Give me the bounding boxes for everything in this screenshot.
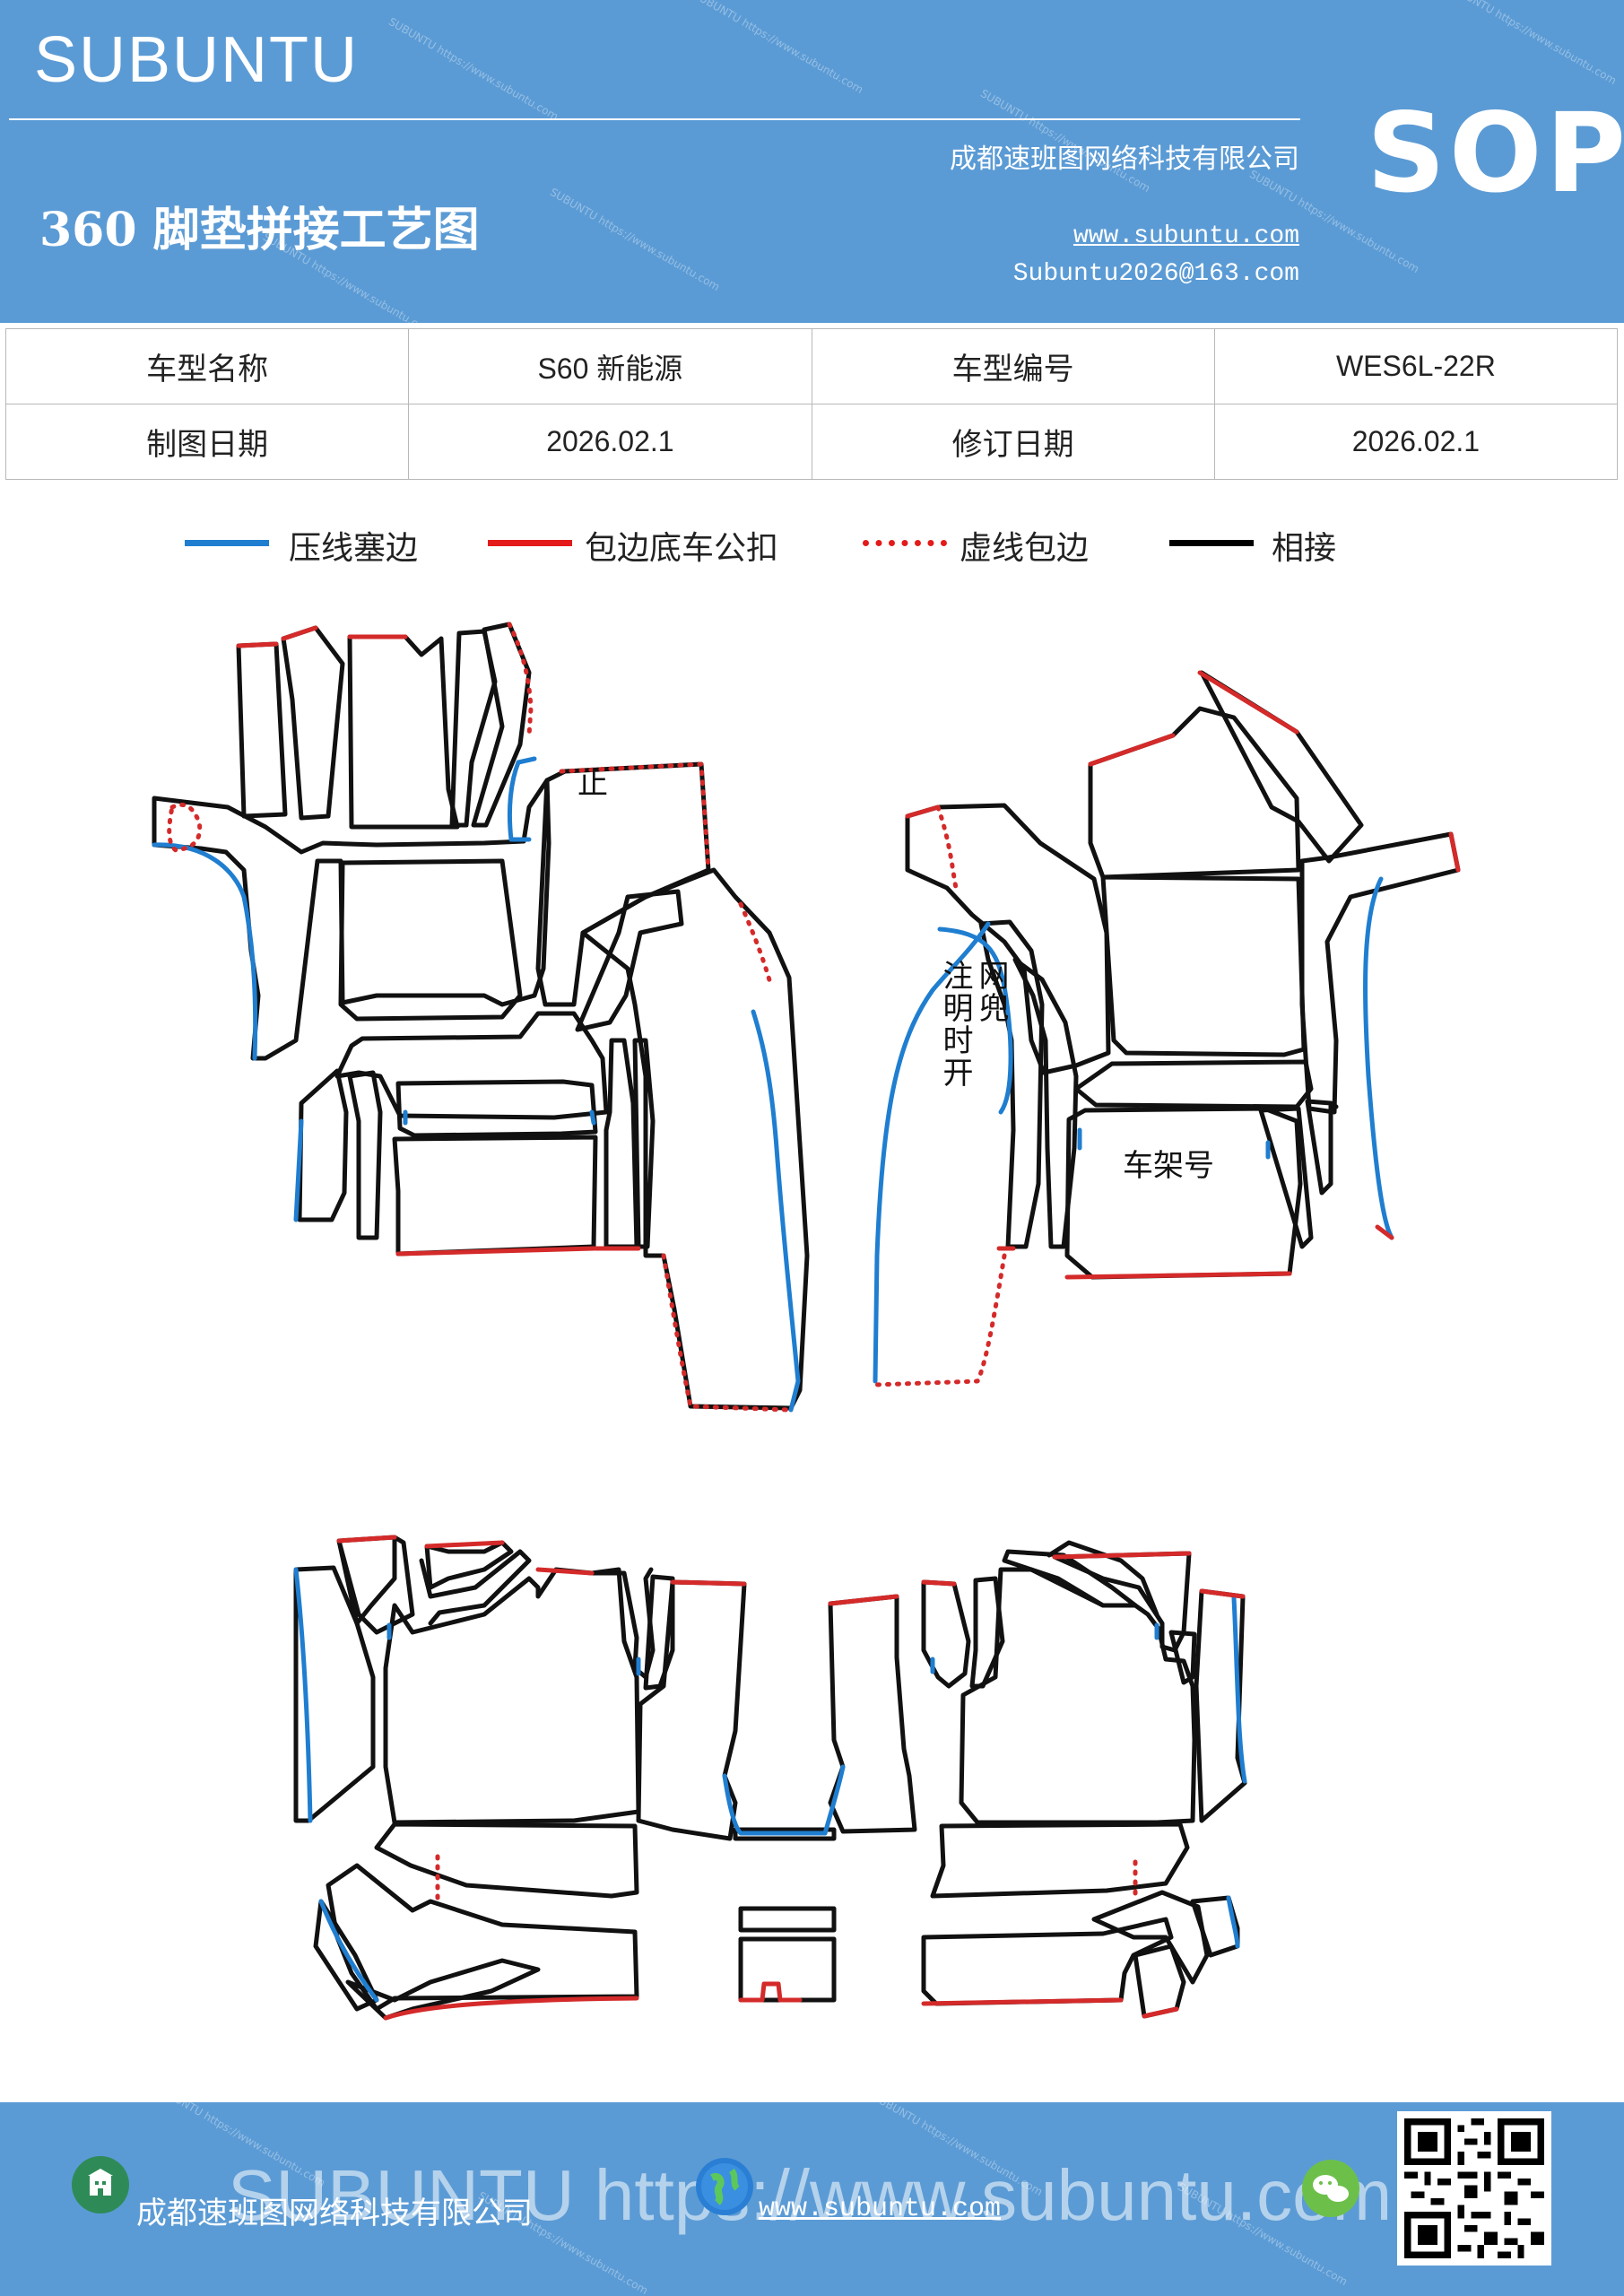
pattern-piece xyxy=(1073,1059,1314,1109)
pattern-piece xyxy=(1199,670,1364,864)
pattern-piece xyxy=(1305,1099,1333,1196)
pattern-piece xyxy=(738,1906,837,1933)
email-address[interactable]: Subuntu2026@163.com xyxy=(1012,260,1299,288)
qr-code-image xyxy=(1397,2111,1551,2266)
red-dotted-line-swatch xyxy=(863,540,947,546)
red-edges xyxy=(236,625,1461,2021)
pattern-piece xyxy=(424,1540,514,1590)
pattern-piece xyxy=(1258,1106,1314,1249)
drawing-date-label: 制图日期 xyxy=(4,404,410,480)
red-dotted-edges xyxy=(167,622,1138,1904)
pattern-piece xyxy=(313,1899,379,2012)
brand-logo-text: SUBUNTU xyxy=(34,24,360,96)
pattern-piece xyxy=(1100,874,1307,1057)
pattern-piece xyxy=(392,1135,598,1257)
pattern-piece xyxy=(636,1579,747,1841)
pattern-piece xyxy=(1091,1890,1210,1985)
pattern-piece xyxy=(921,1579,971,1689)
legend: 压线塞边 包边底车公扣 虚线包边 相接 xyxy=(0,520,1624,574)
pattern-piece xyxy=(345,1958,541,2021)
page-footer: SUBUNTU https://www.subuntu.com SUBUNTU … xyxy=(0,2102,1624,2296)
pattern-piece xyxy=(297,1068,349,1222)
pattern-piece xyxy=(1168,1630,1197,1685)
model-name-label: 车型名称 xyxy=(4,328,410,404)
note-open-when-marked: 注明时开 xyxy=(937,960,973,1089)
pattern-piece xyxy=(978,919,1045,1249)
header-divider xyxy=(9,118,1300,120)
table-row: 制图日期 2026.02.1 修订日期 2026.02.1 xyxy=(4,404,1619,480)
pattern-piece xyxy=(959,1567,1197,1825)
pattern-piece xyxy=(347,1070,383,1240)
globe-icon xyxy=(696,2158,753,2215)
note-net-pocket: 网兜 xyxy=(973,960,1009,1024)
red-line-swatch xyxy=(488,540,572,546)
vehicle-info-table: 车型名称 S60 新能源 车型编号 WES6L-22R 制图日期 2026.02… xyxy=(4,328,1619,480)
legend-label: 压线塞边 xyxy=(289,530,419,567)
pattern-piece xyxy=(733,1827,837,1841)
pattern-piece xyxy=(326,1863,639,2012)
model-name-value: S60 新能源 xyxy=(408,328,812,404)
revision-date-value: 2026.02.1 xyxy=(1213,404,1619,480)
table-row: 车型名称 S60 新能源 车型编号 WES6L-22R xyxy=(4,328,1619,404)
legend-label: 相接 xyxy=(1272,530,1337,567)
pattern-piece xyxy=(336,1535,415,1635)
pattern-piece xyxy=(738,1936,837,2003)
building-icon xyxy=(72,2156,129,2213)
pattern-piece xyxy=(905,803,1111,1075)
pattern-piece xyxy=(580,867,810,1411)
blue-edges xyxy=(152,756,1394,2003)
pattern-piece xyxy=(1088,706,1301,880)
pattern-piece xyxy=(604,1038,639,1249)
page-title: 360 脚垫拼接工艺图 xyxy=(39,203,480,257)
wechat-icon xyxy=(1302,2160,1359,2217)
pattern-piece xyxy=(395,1079,598,1138)
pattern-piece xyxy=(930,1822,1190,1899)
page-header: SUBUNTU https://www.subuntu.com SUBUNTU … xyxy=(0,0,1624,323)
company-name: 成都速班图网络科技有限公司 xyxy=(950,144,1299,175)
legend-label: 虚线包边 xyxy=(960,530,1090,567)
pattern-piece xyxy=(1133,1944,1186,2019)
footer-watermark-url: SUBUNTU https://www.subuntu.com xyxy=(228,2155,1393,2235)
revision-date-label: 修订日期 xyxy=(811,404,1215,480)
pattern-piece xyxy=(921,1917,1174,2006)
drawing-date-value: 2026.02.1 xyxy=(408,404,812,480)
mat-pattern-drawing: 止 注明时开 网兜 车架号 xyxy=(0,574,1624,2081)
pattern-piece xyxy=(374,1822,639,1899)
blue-line-swatch xyxy=(185,540,269,546)
pattern-piece xyxy=(347,634,460,830)
footer-company-name: 成都速班图网络科技有限公司 xyxy=(136,2196,533,2231)
pattern-piece xyxy=(1046,1540,1159,1617)
pattern-piece xyxy=(1299,831,1461,1115)
model-code-label: 车型编号 xyxy=(811,328,1215,404)
pattern-piece xyxy=(1328,1100,1339,1115)
black-line-swatch xyxy=(1169,540,1254,546)
pattern-piece xyxy=(1052,1551,1192,1653)
pattern-svg xyxy=(152,622,1461,2021)
pattern-piece xyxy=(383,1567,641,1825)
pattern-piece xyxy=(632,1038,656,1249)
pattern-piece xyxy=(293,1565,376,1823)
pattern-piece xyxy=(419,1549,532,1626)
pattern-piece xyxy=(828,1594,917,1834)
pattern-piece xyxy=(1064,1106,1303,1280)
pattern-piece xyxy=(575,889,684,1032)
website-link[interactable]: www.subuntu.com xyxy=(1073,222,1299,250)
frame-number-label: 车架号 xyxy=(1123,1148,1214,1184)
footer-website-link[interactable]: www.subuntu.com xyxy=(759,2194,1002,2224)
pattern-piece xyxy=(281,625,345,821)
pattern-piece xyxy=(338,858,523,1022)
pattern-piece xyxy=(236,641,288,819)
legend-label: 包边底车公扣 xyxy=(585,530,779,567)
stop-marker: 止 xyxy=(578,766,608,802)
sop-badge: SOP xyxy=(1367,90,1624,217)
pattern-piece xyxy=(1012,957,1079,1249)
model-code-value: WES6L-22R xyxy=(1213,328,1619,404)
